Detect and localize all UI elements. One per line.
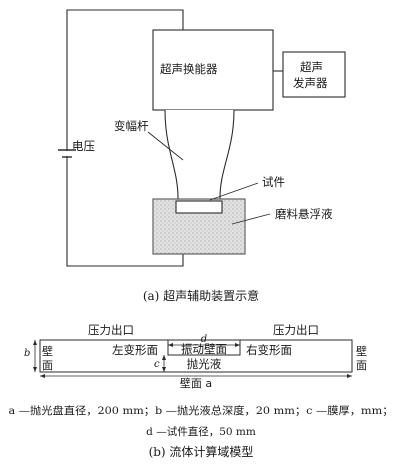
caption-a: (a) 超声辅助装置示意 — [143, 288, 259, 303]
generator-label-line1: 超声 — [300, 60, 323, 74]
horn-label: 变幅杆 — [114, 119, 149, 133]
apparatus-diagram — [58, 9, 346, 267]
slurry-pointer — [231, 213, 271, 225]
slurry-label: 磨料悬浮液 — [275, 207, 333, 221]
voltage-label: 电压 — [72, 139, 95, 153]
left-deformation-face: 左变形面 — [112, 343, 158, 357]
right-deformation-face: 右变形面 — [246, 343, 292, 357]
ultrasonic-generator-box — [282, 51, 346, 98]
horn-pointer — [147, 131, 184, 161]
ultrasonic-transducer-box — [152, 29, 274, 111]
dim-a-label: 壁面 a — [180, 376, 212, 390]
circuit-wire — [66, 9, 184, 267]
legend-line-1: a —抛光盘直径，200 mm；b —抛光液总深度，20 mm；c —膜厚，mm… — [9, 404, 394, 417]
specimen-block — [175, 200, 223, 214]
right-wall-label-1: 壁 — [356, 344, 367, 358]
fluid-domain-diagram — [33, 339, 353, 378]
vibrating-wall-label: 振动壁面 — [181, 342, 227, 356]
pressure-outlet-left: 压力出口 — [88, 323, 134, 337]
specimen-pointer — [209, 182, 259, 201]
left-wall-label-2: 面 — [42, 359, 53, 372]
transducer-label: 超声换能器 — [160, 62, 218, 76]
generator-label-line2: 发声器 — [293, 76, 328, 90]
polishing-fluid-label: 抛光液 — [187, 357, 222, 371]
dim-b-label: b — [24, 348, 30, 359]
specimen-label: 试件 — [262, 175, 285, 189]
pressure-outlet-right: 压力出口 — [273, 323, 319, 337]
dim-d-label: d — [201, 334, 207, 345]
legend-line-2: d —试件直径，50 mm — [146, 425, 256, 438]
right-wall-label-2: 面 — [356, 359, 367, 372]
dim-c-label: c — [154, 359, 160, 370]
left-wall-label-1: 壁 — [42, 344, 53, 358]
vibrating-wall-block — [167, 339, 241, 356]
caption-b: (b) 流体计算域模型 — [149, 444, 254, 459]
